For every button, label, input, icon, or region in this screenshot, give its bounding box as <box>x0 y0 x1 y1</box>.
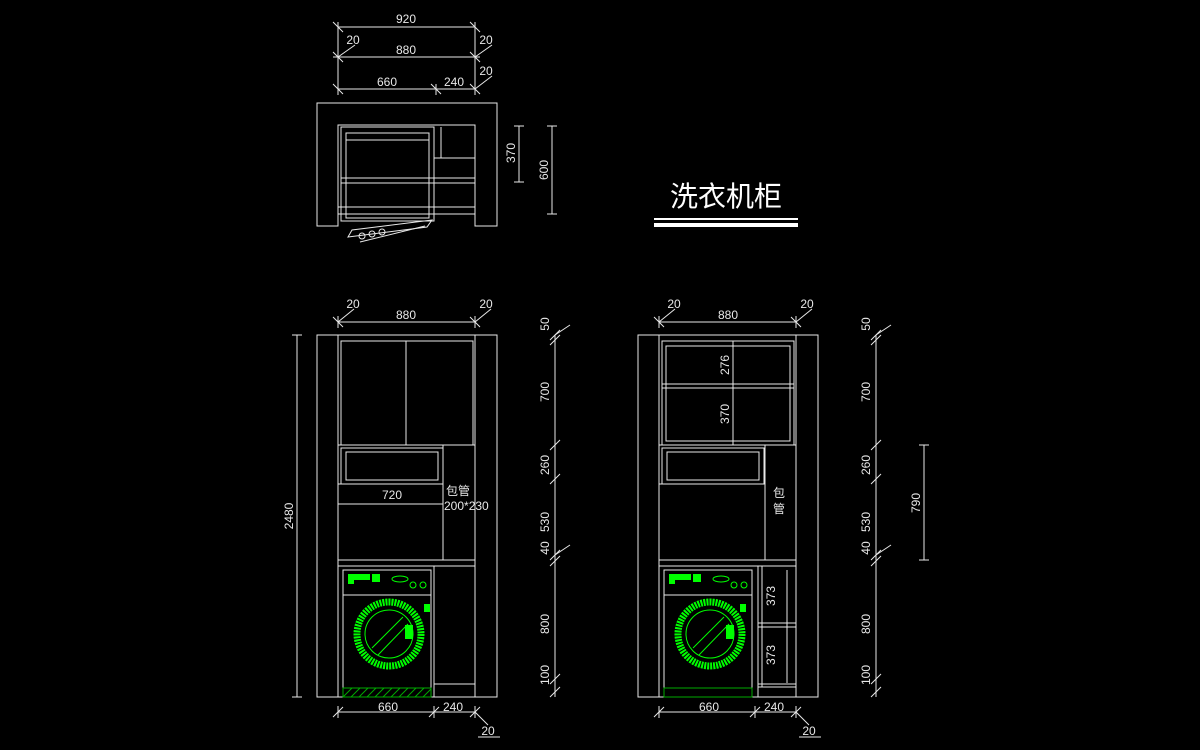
front-elevation: 20 880 20 2480 720 包管 <box>282 297 571 738</box>
front-washing-machine <box>342 569 432 698</box>
side-dim-pipe-height: 790 <box>909 493 923 513</box>
plan-dim-side-r: 20 <box>479 33 493 47</box>
front-dim-bottom-side: 20 <box>481 724 495 738</box>
side-right-dim-labels: 50 700 260 530 40 800 100 <box>859 317 873 685</box>
side-dim-side-r: 20 <box>800 297 814 311</box>
side-cabinet <box>637 334 819 698</box>
side-dim-side-l: 20 <box>667 297 681 311</box>
side-pipe-label-2: 管 <box>773 501 785 516</box>
front-dim-side-l: 20 <box>346 297 360 311</box>
front-dim-side-r: 20 <box>479 297 493 311</box>
side-right-dim-5: 800 <box>859 614 873 634</box>
front-bottom-dim-lines <box>332 706 500 738</box>
title-text: 洗衣机柜 <box>670 180 782 213</box>
front-cabinet <box>316 334 498 698</box>
plan-machine-door <box>347 219 434 243</box>
side-right-dim-lines <box>870 324 929 698</box>
front-dim-bottom-machine: 660 <box>378 700 398 714</box>
drawing-title: 洗衣机柜 <box>654 180 798 227</box>
front-dim-inner: 880 <box>396 308 416 322</box>
side-right-dim-3: 530 <box>859 512 873 532</box>
side-elevation: 20 880 20 <box>637 297 929 738</box>
side-dim-inner: 880 <box>718 308 738 322</box>
side-dim-upper-shelf: 276 <box>718 355 732 375</box>
side-dim-shelf-a: 373 <box>764 586 778 606</box>
plan-dim-total: 920 <box>396 12 416 26</box>
side-right-dim-0: 50 <box>859 317 873 331</box>
plan-dim-side-l: 20 <box>346 33 360 47</box>
side-bottom-dim-lines <box>653 706 821 738</box>
plan-cabinet <box>316 102 498 227</box>
plan-dim-shelf: 240 <box>444 75 464 89</box>
side-dim-bottom-side: 20 <box>802 724 816 738</box>
title-underline-1 <box>654 218 798 220</box>
plan-dim-shelf-depth: 370 <box>504 143 518 163</box>
front-right-dim-5: 800 <box>538 614 552 634</box>
front-top-dim-lines <box>332 308 492 328</box>
side-dim-bottom-machine: 660 <box>699 700 719 714</box>
front-dim-height: 2480 <box>282 502 296 529</box>
side-top-dim-lines <box>653 308 813 328</box>
front-dim-bottom-shelf: 240 <box>443 700 463 714</box>
front-right-dim-labels: 50 700 260 530 40 800 100 <box>538 317 552 685</box>
plan-dim-inner: 880 <box>396 43 416 57</box>
front-right-dim-4: 40 <box>538 541 552 555</box>
front-pipe-label: 包管 <box>446 483 470 498</box>
plan-door-knobs <box>358 228 386 240</box>
plan-dim-depth: 600 <box>537 160 551 180</box>
title-underline-2 <box>654 223 798 227</box>
front-pipe-size: 200*230 <box>444 499 489 513</box>
side-washing-machine <box>663 569 753 698</box>
front-right-dim-2: 260 <box>538 455 552 475</box>
side-right-dim-4: 40 <box>859 541 873 555</box>
side-dim-shelf-b: 373 <box>764 645 778 665</box>
side-dim-lower-shelf: 370 <box>718 404 732 424</box>
side-pipe-label-1: 包 <box>773 486 785 500</box>
side-right-dim-1: 700 <box>859 382 873 402</box>
plan-dimension-lines <box>332 21 557 215</box>
side-dim-bottom-shelf: 240 <box>764 700 784 714</box>
front-right-dim-lines <box>549 324 571 698</box>
front-right-dim-6: 100 <box>538 665 552 685</box>
plan-view: 920 20 880 20 660 240 20 370 600 <box>316 12 557 243</box>
front-dim-cabinet-width: 720 <box>382 488 402 502</box>
front-right-dim-0: 50 <box>538 317 552 331</box>
side-right-dim-2: 260 <box>859 455 873 475</box>
plan-dim-machine: 660 <box>377 75 397 89</box>
plan-dim-side-r2: 20 <box>479 64 493 78</box>
front-right-dim-1: 700 <box>538 382 552 402</box>
front-height-dim-line <box>292 334 302 698</box>
front-right-dim-3: 530 <box>538 512 552 532</box>
side-right-dim-6: 100 <box>859 665 873 685</box>
